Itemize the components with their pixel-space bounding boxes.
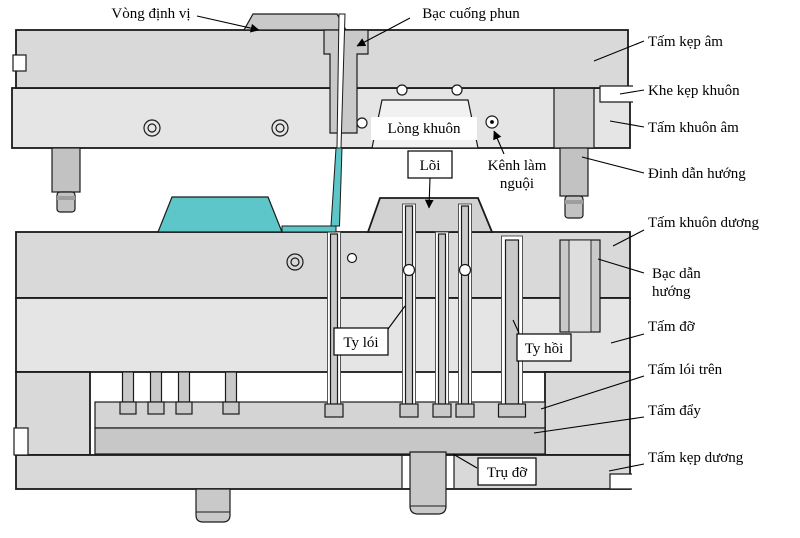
- label-core-plate: Tấm khuôn dương: [648, 215, 760, 231]
- annotations: Vòng định vị Bạc cuống phun Tấm kẹp âm K…: [111, 6, 760, 486]
- ejector-base-plate: [94, 427, 546, 455]
- label-ejector-pin: Ty lói: [343, 335, 378, 351]
- label-cavity-plate: Tấm khuôn âm: [648, 120, 739, 136]
- label-return-pin: Ty hồi: [525, 341, 564, 357]
- label-bottom-clamping-plate: Tấm kẹp dương: [648, 450, 744, 466]
- ejector-pin: [432, 233, 452, 418]
- leader-line: [387, 305, 406, 330]
- support-rod: [195, 488, 231, 523]
- ejector-pin: [455, 205, 475, 418]
- guide-pin-head: [553, 87, 595, 149]
- sprue-puller-pin: [324, 233, 344, 418]
- cooling-channel-icon: [402, 263, 416, 277]
- leader-line: [196, 15, 260, 33]
- label-ejector-base-plate: Tấm đẩy: [648, 403, 701, 419]
- spacer-block-right: [544, 371, 631, 456]
- label-top-clamping-plate: Tấm kẹp âm: [648, 34, 723, 50]
- leader-line: [540, 375, 645, 410]
- screw-head-icon: [143, 119, 161, 137]
- cooling-channel-icon: [451, 84, 463, 96]
- leader-line: [608, 463, 645, 472]
- label-cooling-channel-line1: Kênh làm: [488, 158, 547, 174]
- left-clamp-notch: [13, 427, 29, 456]
- leader-line: [612, 229, 645, 247]
- core: [366, 197, 494, 233]
- guide-bushing: [559, 239, 601, 333]
- runner: [281, 225, 337, 233]
- label-box: [333, 327, 389, 356]
- return-pin: [497, 239, 527, 418]
- label-support-plate: Tấm đỡ: [648, 319, 696, 335]
- guide-pin-right: [559, 147, 589, 219]
- label-support-pillar: Trụ đỡ: [487, 465, 528, 481]
- label-box: [477, 457, 537, 486]
- screw-head-icon: [286, 253, 304, 271]
- sprue-bushing: [323, 29, 369, 134]
- label-cavity: Lòng khuôn: [388, 121, 461, 137]
- cooling-channel-icon: [458, 263, 472, 277]
- ejector-post: [175, 371, 193, 415]
- clamping-slot: [599, 85, 633, 103]
- leader-line: [424, 177, 434, 209]
- screw-head-icon: [271, 119, 289, 137]
- leader-line: [619, 89, 645, 95]
- leader-line: [356, 17, 411, 47]
- top-clamping-plate: [15, 29, 629, 89]
- bottom-clamp-notch: [609, 473, 632, 490]
- molded-part-group: [157, 147, 343, 233]
- leader-line: [597, 258, 645, 274]
- bottom-clamping-plate: [15, 454, 631, 490]
- leader-line: [581, 156, 645, 174]
- label-core: Lõi: [420, 158, 441, 174]
- label-background: [371, 117, 477, 140]
- leader-line: [593, 40, 645, 62]
- ejector-rod: [409, 451, 447, 515]
- ejector-pin: [399, 205, 419, 418]
- leader-line: [533, 416, 645, 434]
- cavity-plate: [11, 87, 631, 149]
- label-guide-bushing-line1: Bạc dẫn: [652, 266, 701, 282]
- locating-ring: [242, 13, 348, 31]
- leader-line: [452, 453, 478, 469]
- label-sprue-bushing: Bạc cuống phun: [422, 6, 520, 22]
- label-ejector-retaining-plate: Tấm lói trên: [648, 362, 723, 378]
- top-plate-left-notch: [12, 54, 27, 72]
- cooling-channel-icon: [346, 252, 358, 264]
- sprue: [330, 147, 343, 227]
- label-guide-pin: Đinh dẫn hướng: [648, 166, 746, 182]
- cooling-channel-icon: [396, 84, 408, 96]
- fixed-half: [11, 13, 633, 219]
- label-clamping-slot: Khe kẹp khuôn: [648, 83, 740, 99]
- label-box: [516, 333, 572, 362]
- leader-line: [610, 333, 645, 344]
- ejector-post: [119, 371, 137, 415]
- leader-line: [512, 319, 520, 334]
- leader-line: [493, 130, 505, 155]
- cooling-channel-icon: [356, 117, 368, 129]
- cooling-channel-target-icon: [485, 115, 499, 129]
- label-cooling-channel-line2: nguội: [500, 176, 534, 192]
- label-box: [407, 150, 453, 179]
- leader-line: [609, 120, 645, 128]
- core-plate: [15, 231, 631, 299]
- label-locating-ring: Vòng định vị: [111, 6, 190, 22]
- guide-pin-left: [51, 147, 81, 213]
- ejector-post: [147, 371, 165, 415]
- molded-part: [157, 196, 283, 233]
- ejector-post: [222, 371, 240, 415]
- label-guide-bushing-line2: hướng: [652, 284, 691, 300]
